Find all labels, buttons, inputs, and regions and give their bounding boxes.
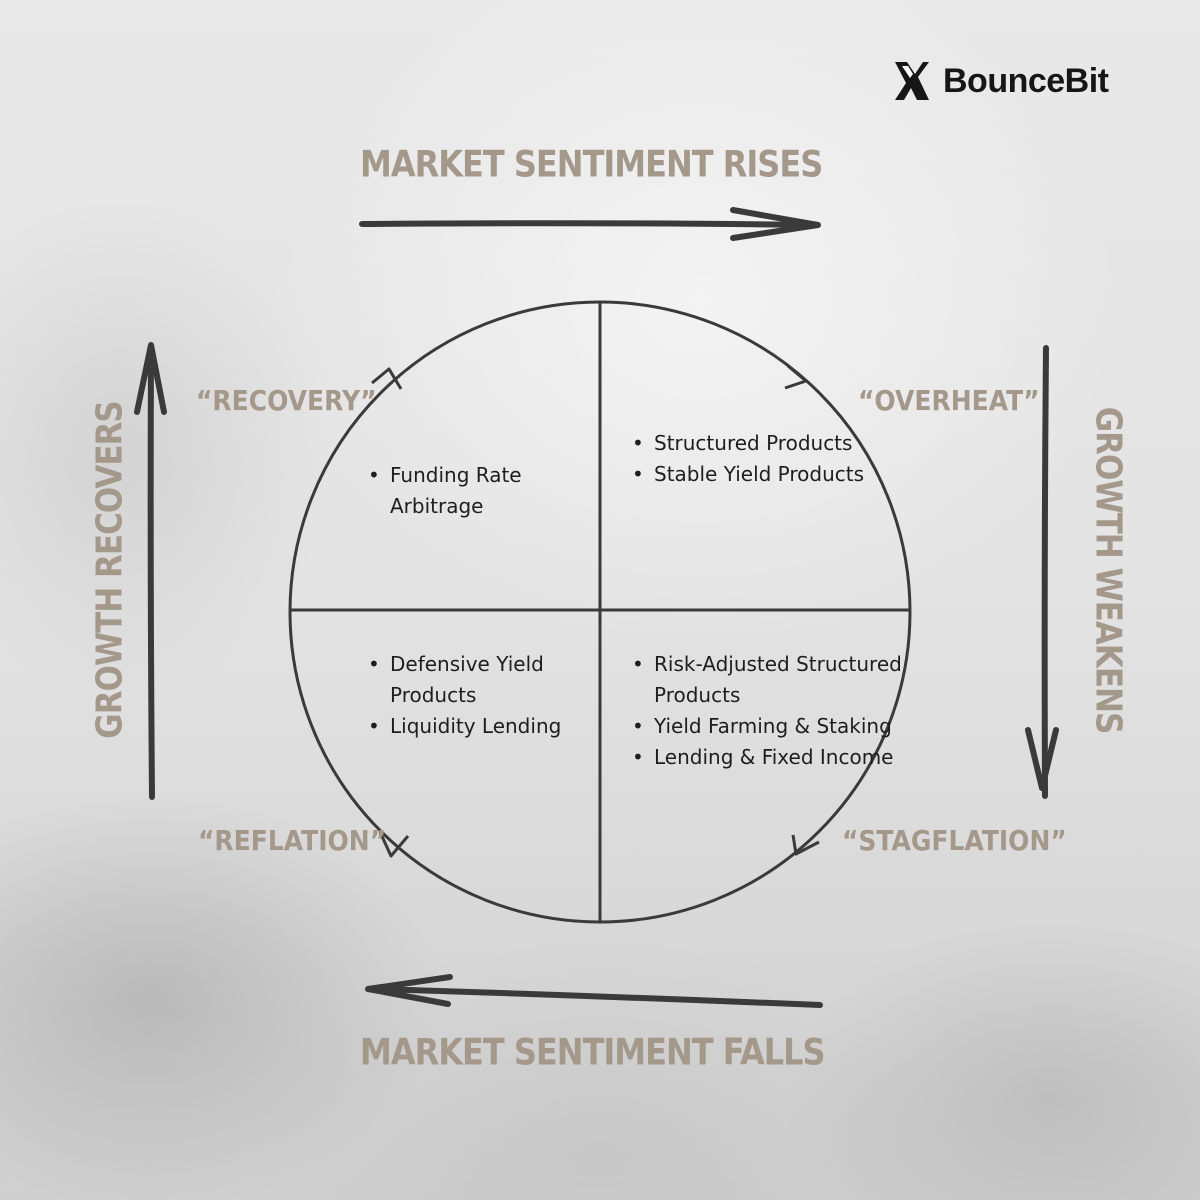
arrow-sentiment-rises <box>359 207 821 241</box>
quadrant-recovery-list: Funding Rate Arbitrage <box>368 460 588 522</box>
list-item: Risk-Adjusted Structured Products <box>632 649 902 711</box>
heading-market-sentiment-falls: MARKET SENTIMENT FALLS <box>360 1030 826 1074</box>
list-item: Yield Farming & Staking <box>632 711 902 742</box>
quadrant-reflation-list: Defensive Yield Products Liquidity Lendi… <box>368 649 588 742</box>
circle-arrow-overheat <box>784 364 808 390</box>
brand-name: BounceBit <box>943 61 1109 100</box>
arrow-sentiment-falls <box>365 974 823 1008</box>
arrow-growth-recovers <box>134 342 167 800</box>
list-item: Funding Rate Arbitrage <box>368 460 588 522</box>
phase-label-reflation: “REFLATION” <box>198 824 387 857</box>
list-item: Stable Yield Products <box>632 459 882 490</box>
list-item: Defensive Yield Products <box>368 649 588 711</box>
phase-label-stagflation: “STAGFLATION” <box>842 824 1067 857</box>
circle-arrow-reflation <box>378 831 410 858</box>
arrow-growth-weakens <box>1025 345 1059 799</box>
list-item: Lending & Fixed Income <box>632 742 902 773</box>
circle-arrow-recovery <box>371 367 403 390</box>
list-item: Structured Products <box>632 428 882 459</box>
list-item: Liquidity Lending <box>368 711 588 742</box>
heading-market-sentiment-rises: MARKET SENTIMENT RISES <box>360 142 823 186</box>
brand-logo: BounceBit <box>893 60 1109 102</box>
phase-label-recovery: “RECOVERY” <box>196 384 377 417</box>
quadrant-stagflation-list: Risk-Adjusted Structured Products Yield … <box>632 649 902 773</box>
circle-arrow-stagflation <box>791 834 820 856</box>
heading-growth-weakens: GROWTH WEAKENS <box>1087 406 1129 734</box>
bouncebit-x-mark-icon <box>895 62 929 100</box>
phase-label-overheat: “OVERHEAT” <box>858 384 1040 417</box>
heading-growth-recovers: GROWTH RECOVERS <box>89 401 131 739</box>
quadrant-overheat-list: Structured Products Stable Yield Product… <box>632 428 882 490</box>
